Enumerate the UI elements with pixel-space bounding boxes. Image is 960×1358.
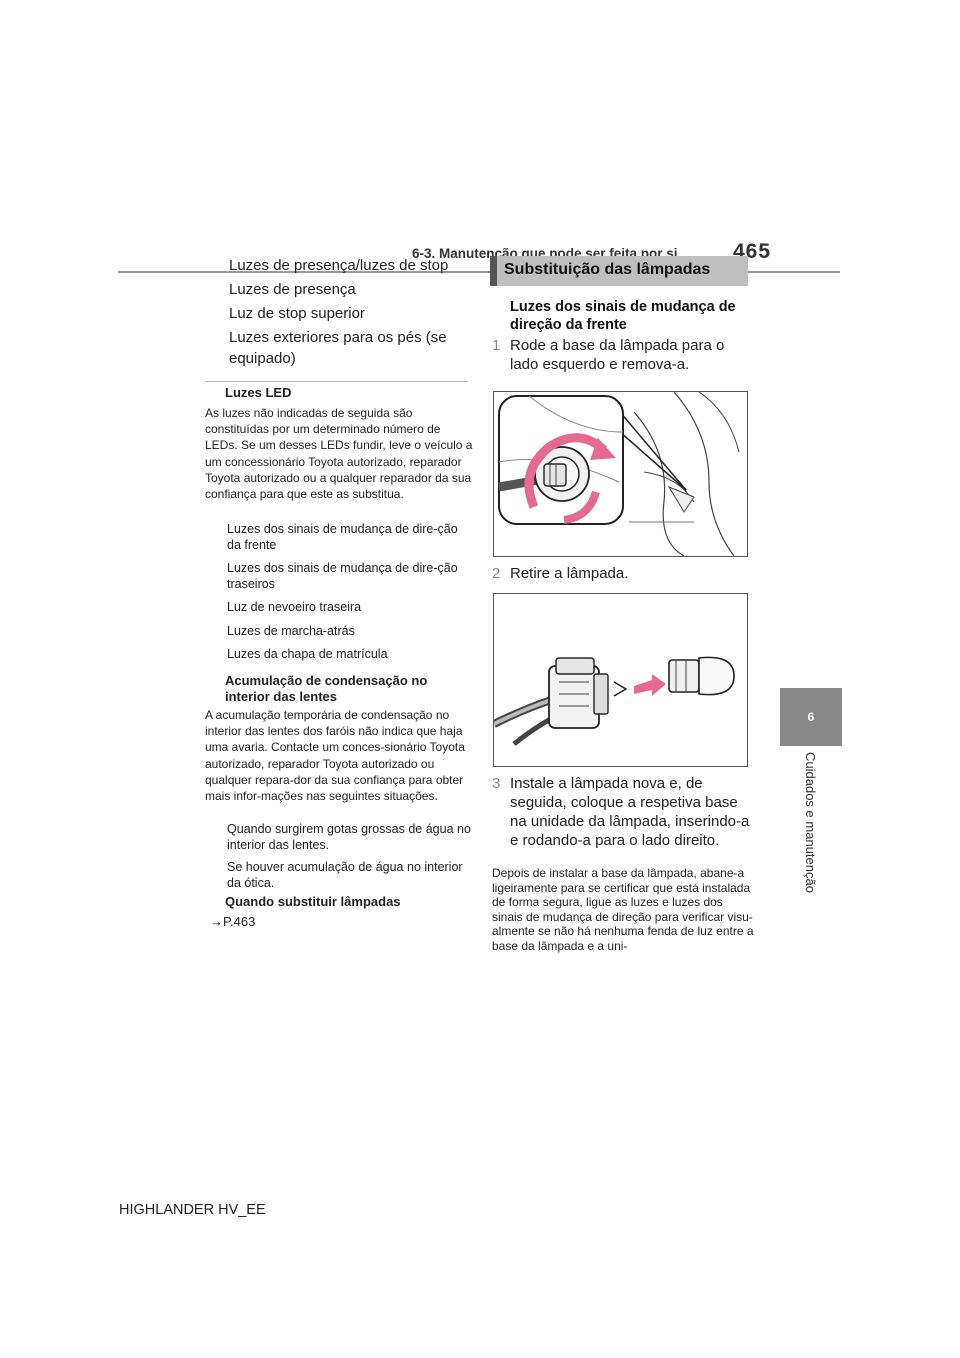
condensation-heading: Acumulação de condensação no interior da… xyxy=(225,673,428,704)
led-heading: Luzes LED xyxy=(225,385,292,400)
led-list: Luzes dos sinais de mudança de dire-ção … xyxy=(212,522,472,671)
step-text: Retire a lâmpada. xyxy=(510,565,629,582)
step-1: 1 Rode a base da lâmpada para o lado esq… xyxy=(492,336,750,374)
figure-remove-bulb xyxy=(492,593,748,767)
list-item: Luzes exteriores para os pés (se equipad… xyxy=(229,329,447,367)
list-item: Luz de stop superior xyxy=(229,305,365,322)
lamp-list: Luzes de presença/luzes de stop Luzes de… xyxy=(212,255,472,372)
page-reference-link[interactable]: →P.463 xyxy=(210,914,256,929)
note-divider xyxy=(205,381,468,382)
condensation-list: Quando surgirem gotas grossas de água no… xyxy=(212,821,472,897)
section-title: Substituição das lâmpadas xyxy=(504,261,711,278)
headlight-illustration xyxy=(498,391,740,557)
model-label: HIGHLANDER HV_EE xyxy=(119,1202,266,1218)
replace-heading: Quando substituir lâmpadas xyxy=(225,894,401,909)
step-number: 1 xyxy=(492,337,501,354)
step-number: 3 xyxy=(492,775,501,792)
subsection-heading: Luzes dos sinais de mudança de direção d… xyxy=(510,299,736,333)
led-text: As luzes não indicadas de seguida são co… xyxy=(205,406,473,502)
chapter-tab[interactable]: 6 xyxy=(780,688,842,746)
list-item: Luz de nevoeiro traseira xyxy=(227,600,362,614)
list-item: Luzes dos sinais de mudança de dire-ção … xyxy=(227,561,458,591)
header-divider xyxy=(118,271,840,273)
list-item: Luzes dos sinais de mudança de dire-ção … xyxy=(227,522,458,552)
list-item: Luzes de presença/luzes de stop xyxy=(229,257,449,274)
list-item: Luzes de presença xyxy=(229,281,356,298)
condensation-text: A acumulação temporária de condensação n… xyxy=(205,708,465,804)
list-item: Luzes da chapa de matrícula xyxy=(227,647,388,661)
step-2: 2 Retire a lâmpada. xyxy=(492,564,750,583)
step-number: 2 xyxy=(492,565,501,582)
bulb-illustration xyxy=(492,656,735,746)
section-title-box xyxy=(490,256,748,286)
list-item: Se houver acumulação de água no interior… xyxy=(227,860,463,890)
list-item: Luzes de marcha-atrás xyxy=(227,623,355,638)
step-3: 3 Instale a lâmpada nova e, de seguida, … xyxy=(492,774,750,850)
step-text: Rode a base da lâmpada para o lado esque… xyxy=(510,337,725,373)
chapter-label: Cuidados e manutenção xyxy=(803,752,818,893)
step-text: Instale a lâmpada nova e, de seguida, co… xyxy=(510,775,750,849)
installation-note: Depois de instalar a base da lâmpada, ab… xyxy=(492,866,754,953)
figure-remove-base xyxy=(493,391,748,557)
list-item: Quando surgirem gotas grossas de água no… xyxy=(227,822,471,852)
